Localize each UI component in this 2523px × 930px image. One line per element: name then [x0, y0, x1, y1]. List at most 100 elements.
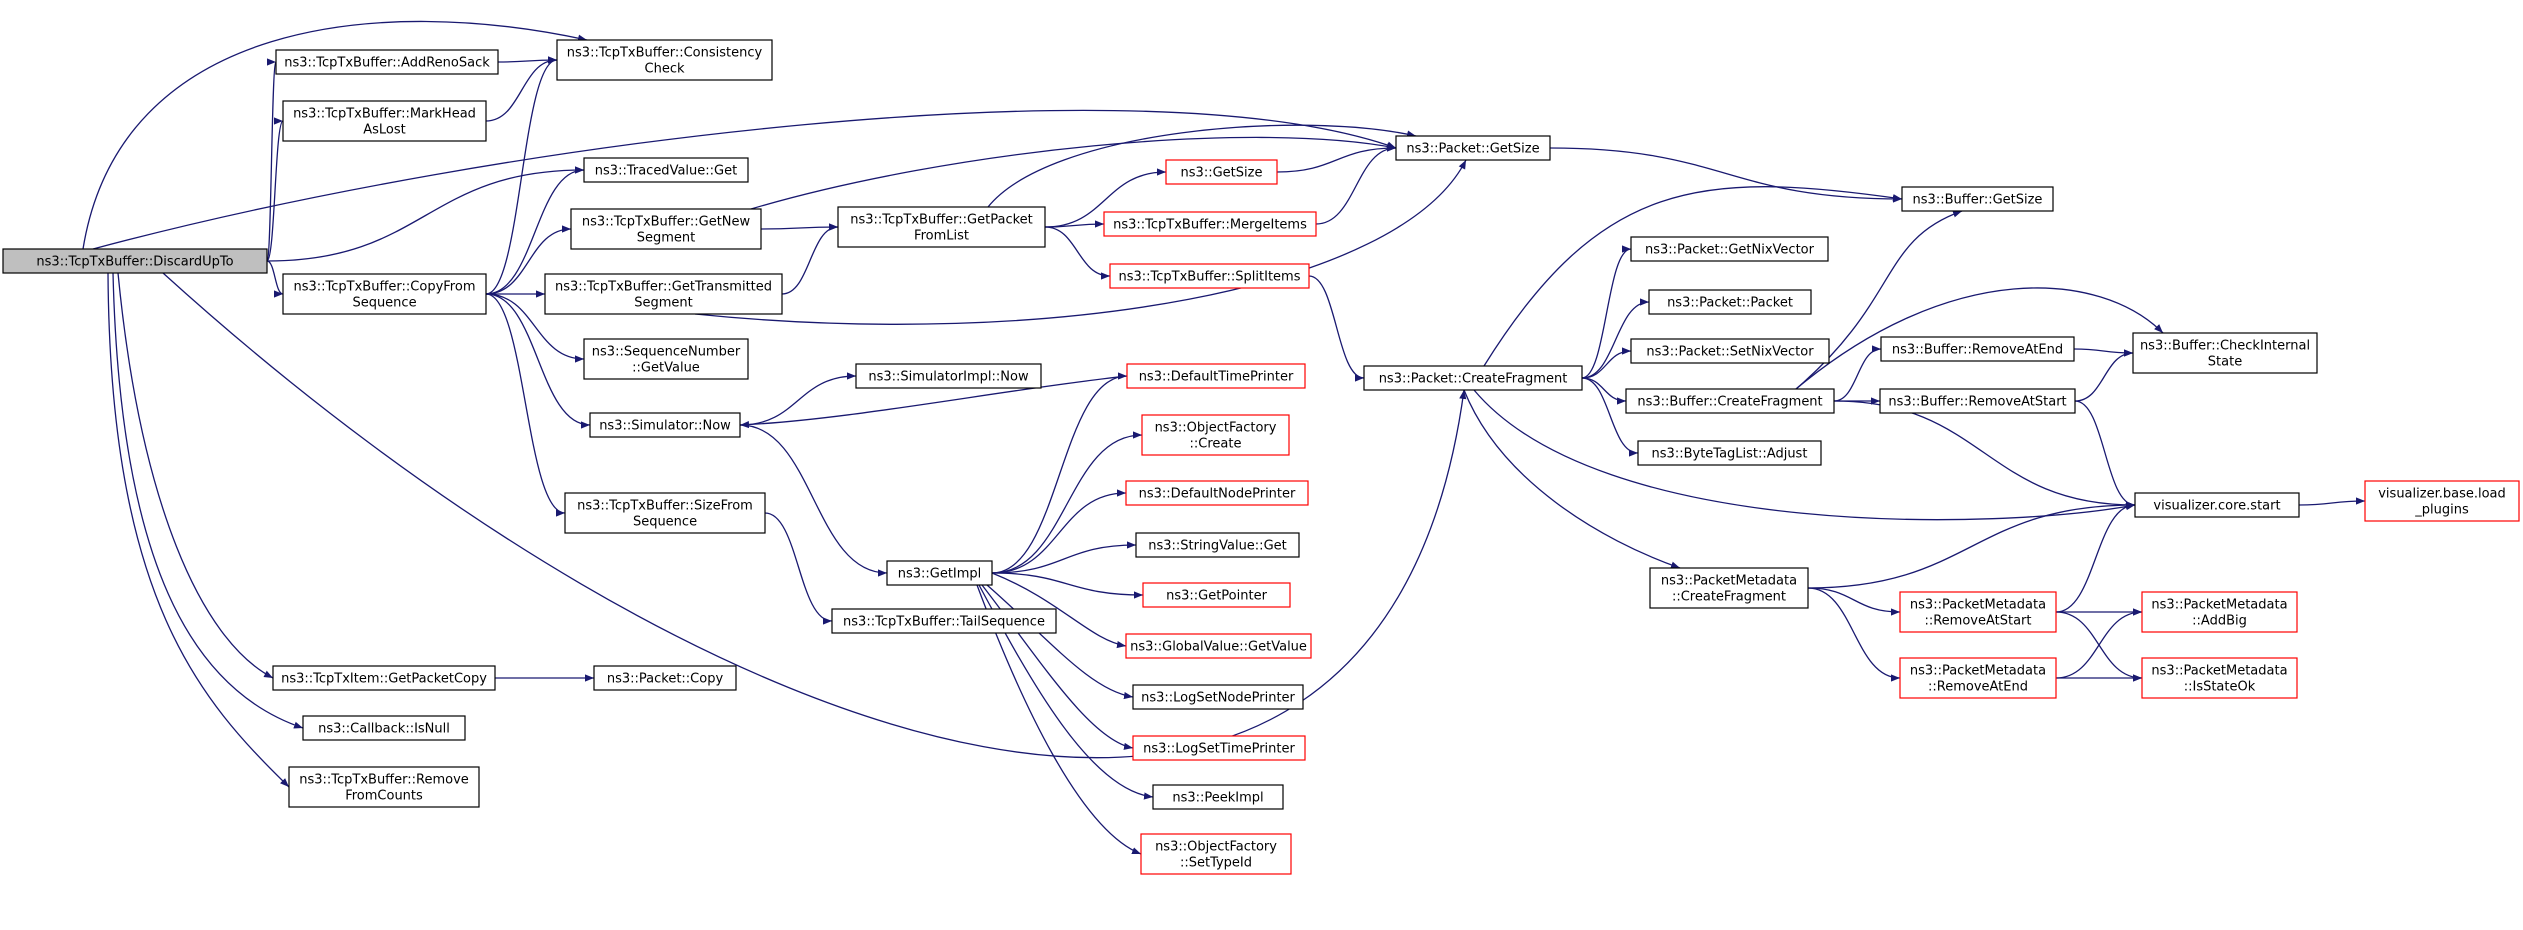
- node-logsetnodeprinter[interactable]: ns3::LogSetNodePrinter: [1132, 684, 1304, 710]
- node-splititems[interactable]: ns3::TcpTxBuffer::SplitItems: [1109, 263, 1310, 289]
- edge-packetcreatefragment-to-packetmetadatacreatefragment: [1463, 389, 1681, 569]
- node-packetsetnixvector[interactable]: ns3::Packet::SetNixVector: [1630, 338, 1830, 364]
- node-box: [1109, 263, 1310, 289]
- node-packetpacket[interactable]: ns3::Packet::Packet: [1648, 289, 1812, 315]
- node-box: [282, 273, 487, 315]
- node-label-line: ns3::TcpTxItem::GetPacketCopy: [281, 672, 487, 687]
- node-defaulttimeprinter[interactable]: ns3::DefaultTimePrinter: [1126, 363, 1306, 389]
- node-label-line: ns3::PacketMetadata: [1910, 598, 2046, 613]
- node-label-line: ::RemoveAtEnd: [1928, 680, 2028, 695]
- node-box: [2, 248, 268, 274]
- edge-getimpl-to-getpointer: [991, 572, 1144, 599]
- node-packetgetsize[interactable]: ns3::Packet::GetSize: [1395, 135, 1551, 161]
- node-label-line: ns3::Simulator::Now: [599, 419, 731, 434]
- node-bytetaglistadjust[interactable]: ns3::ByteTagList::Adjust: [1637, 440, 1822, 466]
- edge-gettransmittedsegment-to-getpacketfromlist: [781, 223, 839, 295]
- edge-getimpl-to-defaulttimeprinter: [991, 372, 1128, 574]
- node-box: [564, 492, 766, 534]
- node-pmremoveatend[interactable]: ns3::PacketMetadata::RemoveAtEnd: [1899, 657, 2057, 699]
- node-box: [589, 412, 741, 438]
- node-label-line: ns3::Packet::GetNixVector: [1645, 243, 1815, 258]
- node-simulatornow[interactable]: ns3::Simulator::Now: [589, 412, 741, 438]
- node-packetgetnixvector[interactable]: ns3::Packet::GetNixVector: [1630, 236, 1829, 262]
- edge-discardupto-to-markheadaslost: [266, 117, 284, 262]
- node-tracedvalueget[interactable]: ns3::TracedValue::Get: [583, 157, 749, 183]
- node-getsize[interactable]: ns3::GetSize: [1165, 159, 1278, 185]
- node-label-line: ns3::PacketMetadata: [1910, 664, 2046, 679]
- node-box: [1135, 532, 1300, 558]
- edge-packetmetadatacreatefragment-to-visualizercorestart: [1807, 501, 2136, 589]
- node-label-line: ns3::TcpTxBuffer::Remove: [299, 773, 469, 788]
- edge-getsize-to-packetgetsize: [1276, 144, 1397, 173]
- edge-getpacketfromlist-to-getsize: [1044, 168, 1167, 228]
- node-defaultnodeprinter[interactable]: ns3::DefaultNodePrinter: [1125, 480, 1309, 506]
- node-getpointer[interactable]: ns3::GetPointer: [1142, 582, 1291, 608]
- node-packetmetadatacreatefragment[interactable]: ns3::PacketMetadata::CreateFragment: [1649, 567, 1809, 609]
- node-discardupto[interactable]: ns3::TcpTxBuffer::DiscardUpTo: [2, 248, 268, 274]
- edge-getnewsegment-to-getpacketfromlist: [760, 223, 839, 231]
- node-label-line: ns3::DefaultNodePrinter: [1139, 487, 1296, 502]
- node-box: [302, 715, 466, 741]
- node-label-line: ns3::Packet::Copy: [607, 672, 724, 687]
- edge-packetcreatefragment-to-buffergetsize: [1483, 186, 1903, 367]
- node-buffergetsize[interactable]: ns3::Buffer::GetSize: [1901, 186, 2054, 212]
- node-objectfactorycreate[interactable]: ns3::ObjectFactory::Create: [1141, 414, 1290, 456]
- node-label-line: visualizer.core.start: [2153, 499, 2280, 514]
- edge-packetcreatefragment-to-visualizercorestart: [1473, 389, 2136, 521]
- node-getimpl[interactable]: ns3::GetImpl: [886, 560, 993, 586]
- node-label-line: ns3::GetSize: [1181, 166, 1263, 181]
- node-visualizercorestart[interactable]: visualizer.core.start: [2134, 492, 2300, 518]
- node-stringvalueget[interactable]: ns3::StringValue::Get: [1135, 532, 1300, 558]
- node-box: [1880, 336, 2075, 362]
- node-peekimpl[interactable]: ns3::PeekImpl: [1152, 784, 1284, 810]
- node-box: [1899, 657, 2057, 699]
- node-objectfactorysettypeid[interactable]: ns3::ObjectFactory::SetTypeId: [1140, 833, 1292, 875]
- edge-copyfromsequence-to-tracedvalueget: [485, 166, 585, 295]
- node-box: [1142, 582, 1291, 608]
- node-tailsequence[interactable]: ns3::TcpTxBuffer::TailSequence: [831, 608, 1057, 634]
- node-globalvaluegetvalue[interactable]: ns3::GlobalValue::GetValue: [1125, 633, 1312, 659]
- edge-packetgetsize-to-buffergetsize: [1549, 147, 1903, 203]
- node-label-line: ns3::SequenceNumber: [592, 345, 741, 360]
- node-bufferremoveatstart[interactable]: ns3::Buffer::RemoveAtStart: [1879, 388, 2076, 414]
- node-pmremoveatstart[interactable]: ns3::PacketMetadata::RemoveAtStart: [1899, 591, 2057, 633]
- edge-getpacketfromlist-to-splititems: [1044, 226, 1111, 280]
- edge-discardupto-to-tracedvalueget: [266, 166, 585, 262]
- node-box: [1630, 236, 1829, 262]
- node-packetcreatefragment[interactable]: ns3::Packet::CreateFragment: [1363, 365, 1583, 391]
- edge-getnewsegment-to-packetgetsize: [750, 136, 1397, 210]
- edge-gettransmittedsegment-to-packetgetsize: [694, 159, 1467, 325]
- node-addrenosack[interactable]: ns3::TcpTxBuffer::AddRenoSack: [275, 49, 499, 75]
- node-visualizerbaseloadplugins[interactable]: visualizer.base.load_plugins: [2364, 480, 2520, 522]
- node-box: [2364, 480, 2520, 522]
- node-label-line: Segment: [637, 231, 696, 246]
- node-callbackisnull[interactable]: ns3::Callback::IsNull: [302, 715, 466, 741]
- node-box: [2132, 332, 2318, 374]
- node-bufferremoveatend[interactable]: ns3::Buffer::RemoveAtEnd: [1880, 336, 2075, 362]
- node-box: [1152, 784, 1284, 810]
- edge-packetcreatefragment-to-bytetaglistadjust: [1581, 377, 1639, 457]
- node-box: [1899, 591, 2057, 633]
- node-label-line: ns3::Packet::SetNixVector: [1646, 345, 1814, 360]
- node-label-line: ns3::TcpTxBuffer::GetPacket: [850, 213, 1033, 228]
- node-simulatorimplnow[interactable]: ns3::SimulatorImpl::Now: [855, 363, 1042, 389]
- edge-copyfromsequence-to-sizefromsequence: [485, 293, 566, 517]
- node-pmisstateok[interactable]: ns3::PacketMetadata::IsStateOk: [2141, 657, 2298, 699]
- edge-getimpl-to-defaultnodeprinter: [991, 489, 1127, 574]
- node-txitemgetpacketcopy[interactable]: ns3::TcpTxItem::GetPacketCopy: [272, 665, 496, 691]
- node-buffercreatefragment[interactable]: ns3::Buffer::CreateFragment: [1625, 388, 1835, 414]
- node-mergeitems[interactable]: ns3::TcpTxBuffer::MergeItems: [1103, 211, 1317, 237]
- node-sequencenumbergetvalue[interactable]: ns3::SequenceNumber::GetValue: [583, 338, 749, 380]
- node-packetcopy[interactable]: ns3::Packet::Copy: [593, 665, 737, 691]
- node-logsettimeprinter[interactable]: ns3::LogSetTimePrinter: [1132, 735, 1306, 761]
- node-pmaddbig[interactable]: ns3::PacketMetadata::AddBig: [2141, 591, 2298, 633]
